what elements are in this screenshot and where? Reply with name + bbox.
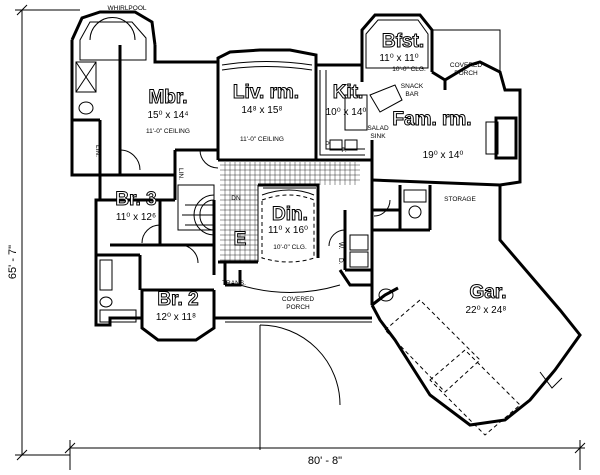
bedroom-2-name: Br. 2 [157, 289, 198, 310]
breakfast-name: Bfst. [382, 31, 424, 52]
front-porch-label-2: PORCH [286, 304, 310, 311]
pantry-label: P. [325, 141, 330, 148]
rear-porch-label-1: COVERED [450, 62, 482, 69]
linen-label-2: LIN. [177, 168, 184, 180]
room-garage: Gar. 22⁰ x 24⁸ [465, 282, 507, 317]
width-dimension: 80' - 8" [308, 455, 342, 467]
breakfast-ceiling: 10'-0" CLG. [392, 66, 426, 73]
kitchen-fixtures [319, 70, 403, 156]
room-living-room: Liv. rm. 14⁸ x 15⁸ 11'-0" CEILING [232, 82, 299, 144]
room-master-bedroom: Mbr. 15⁰ x 14⁴ 11'-0" CEILING [146, 87, 190, 136]
master-bedroom-name: Mbr. [148, 87, 187, 108]
staircase [177, 184, 215, 236]
salad-sink-label-1: SALAD [367, 125, 389, 132]
bedroom-3-size: 11⁰ x 12⁶ [116, 212, 156, 223]
tile-floor [220, 162, 360, 262]
bath-fixtures [75, 61, 427, 323]
kitchen-size: 10⁰ x 14⁰ [326, 107, 367, 118]
front-porch [225, 284, 372, 406]
living-room-ceiling: 11'-0" CEILING [240, 136, 284, 143]
room-dining: Din. 11⁰ x 16⁰ 10'-0" CLG. [268, 204, 308, 252]
bay-outlines [79, 17, 429, 263]
family-room-size: 19⁰ x 14⁰ [423, 150, 464, 161]
whirlpool-label: WHIRLPOOL [107, 5, 146, 12]
garage-name: Gar. [470, 282, 507, 303]
living-room-name: Liv. rm. [233, 82, 299, 103]
room-kitchen: Kit. 10⁰ x 14⁰ [326, 82, 367, 119]
door-swings [119, 149, 391, 264]
rear-porch-label-2: PORCH [454, 70, 478, 77]
fireplace [494, 116, 518, 160]
dimension-lines [15, 4, 586, 470]
bedroom-2-size: 12⁰ x 11⁸ [156, 312, 196, 323]
kitchen-name: Kit. [333, 82, 364, 103]
master-bedroom-size: 15⁰ x 14⁴ [147, 110, 188, 121]
trans-label: TRANS. [222, 280, 246, 287]
bedroom-3-name: Br. 3 [115, 189, 156, 210]
room-breakfast: Bfst. 11⁰ x 11⁰ 10'-0" CLG. [379, 31, 426, 74]
dining-name: Din. [272, 204, 308, 225]
salad-sink-label-2: SINK [370, 133, 386, 140]
snack-bar-label-1: SNACK [401, 83, 424, 90]
washer-label: W. [337, 242, 344, 250]
living-room-size: 14⁸ x 15⁸ [241, 105, 282, 116]
storage-label: STORAGE [444, 196, 476, 203]
room-bedroom-2: Br. 2 12⁰ x 11⁸ [156, 289, 199, 324]
snack-bar-label-2: BAR [405, 91, 419, 98]
garage-cars [384, 299, 563, 436]
front-porch-label-1: COVERED [282, 296, 314, 303]
breakfast-size: 11⁰ x 11⁰ [379, 53, 418, 64]
room-family-room: Fam. rm. 19⁰ x 14⁰ [392, 109, 472, 162]
depth-dimension: 65' - 7" [7, 245, 19, 279]
dining-size: 11⁰ x 16⁰ [268, 225, 308, 236]
master-bedroom-ceiling: 11'-0" CEILING [146, 128, 190, 135]
garage-size: 22⁰ x 24⁸ [465, 305, 506, 316]
family-room-name: Fam. rm. [392, 109, 471, 130]
interior-walls [72, 62, 501, 292]
down-label: DN [231, 195, 241, 202]
exterior-walls [70, 10, 582, 427]
room-bedroom-3: Br. 3 11⁰ x 12⁶ [115, 189, 157, 224]
entry-name: E [234, 229, 247, 250]
linen-label: LIN. [94, 145, 101, 157]
pantry-label-2: P. [341, 147, 346, 154]
fireplace-hearth [485, 121, 499, 155]
dryer-label: D. [337, 258, 344, 265]
dining-ceiling: 10'-0" CLG. [273, 244, 307, 251]
